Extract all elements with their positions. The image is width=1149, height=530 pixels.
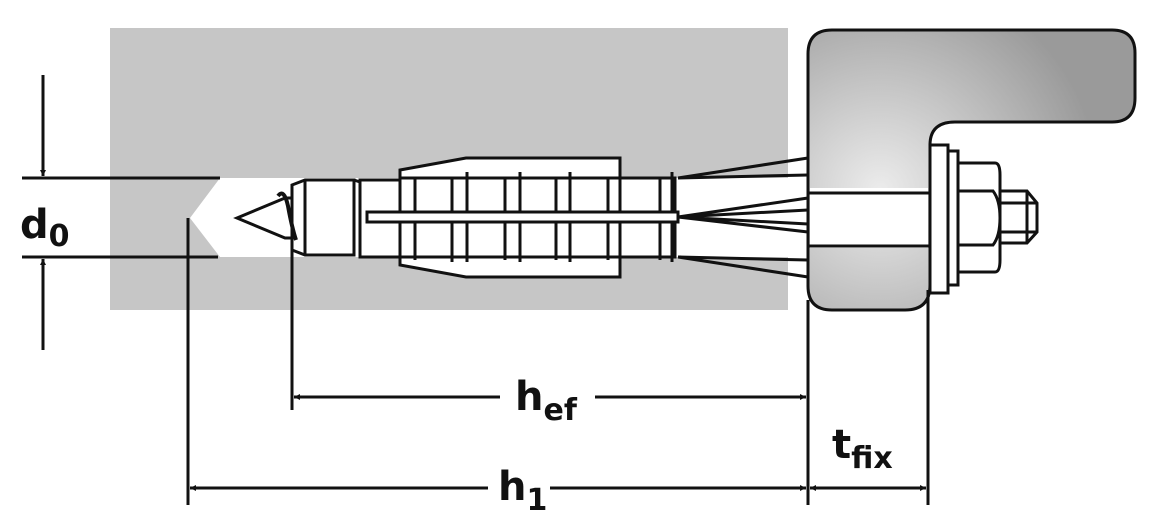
- d0-label: d0: [20, 202, 70, 254]
- h1-label: h1: [498, 464, 547, 518]
- expansion-cone: [677, 156, 809, 279]
- hef-label: hef: [515, 374, 578, 428]
- fixture-bolt-hole: [810, 188, 928, 248]
- anchor-sleeve: [233, 156, 680, 279]
- tfix-label: tfix: [832, 422, 893, 476]
- nut-and-washer: [928, 143, 1039, 295]
